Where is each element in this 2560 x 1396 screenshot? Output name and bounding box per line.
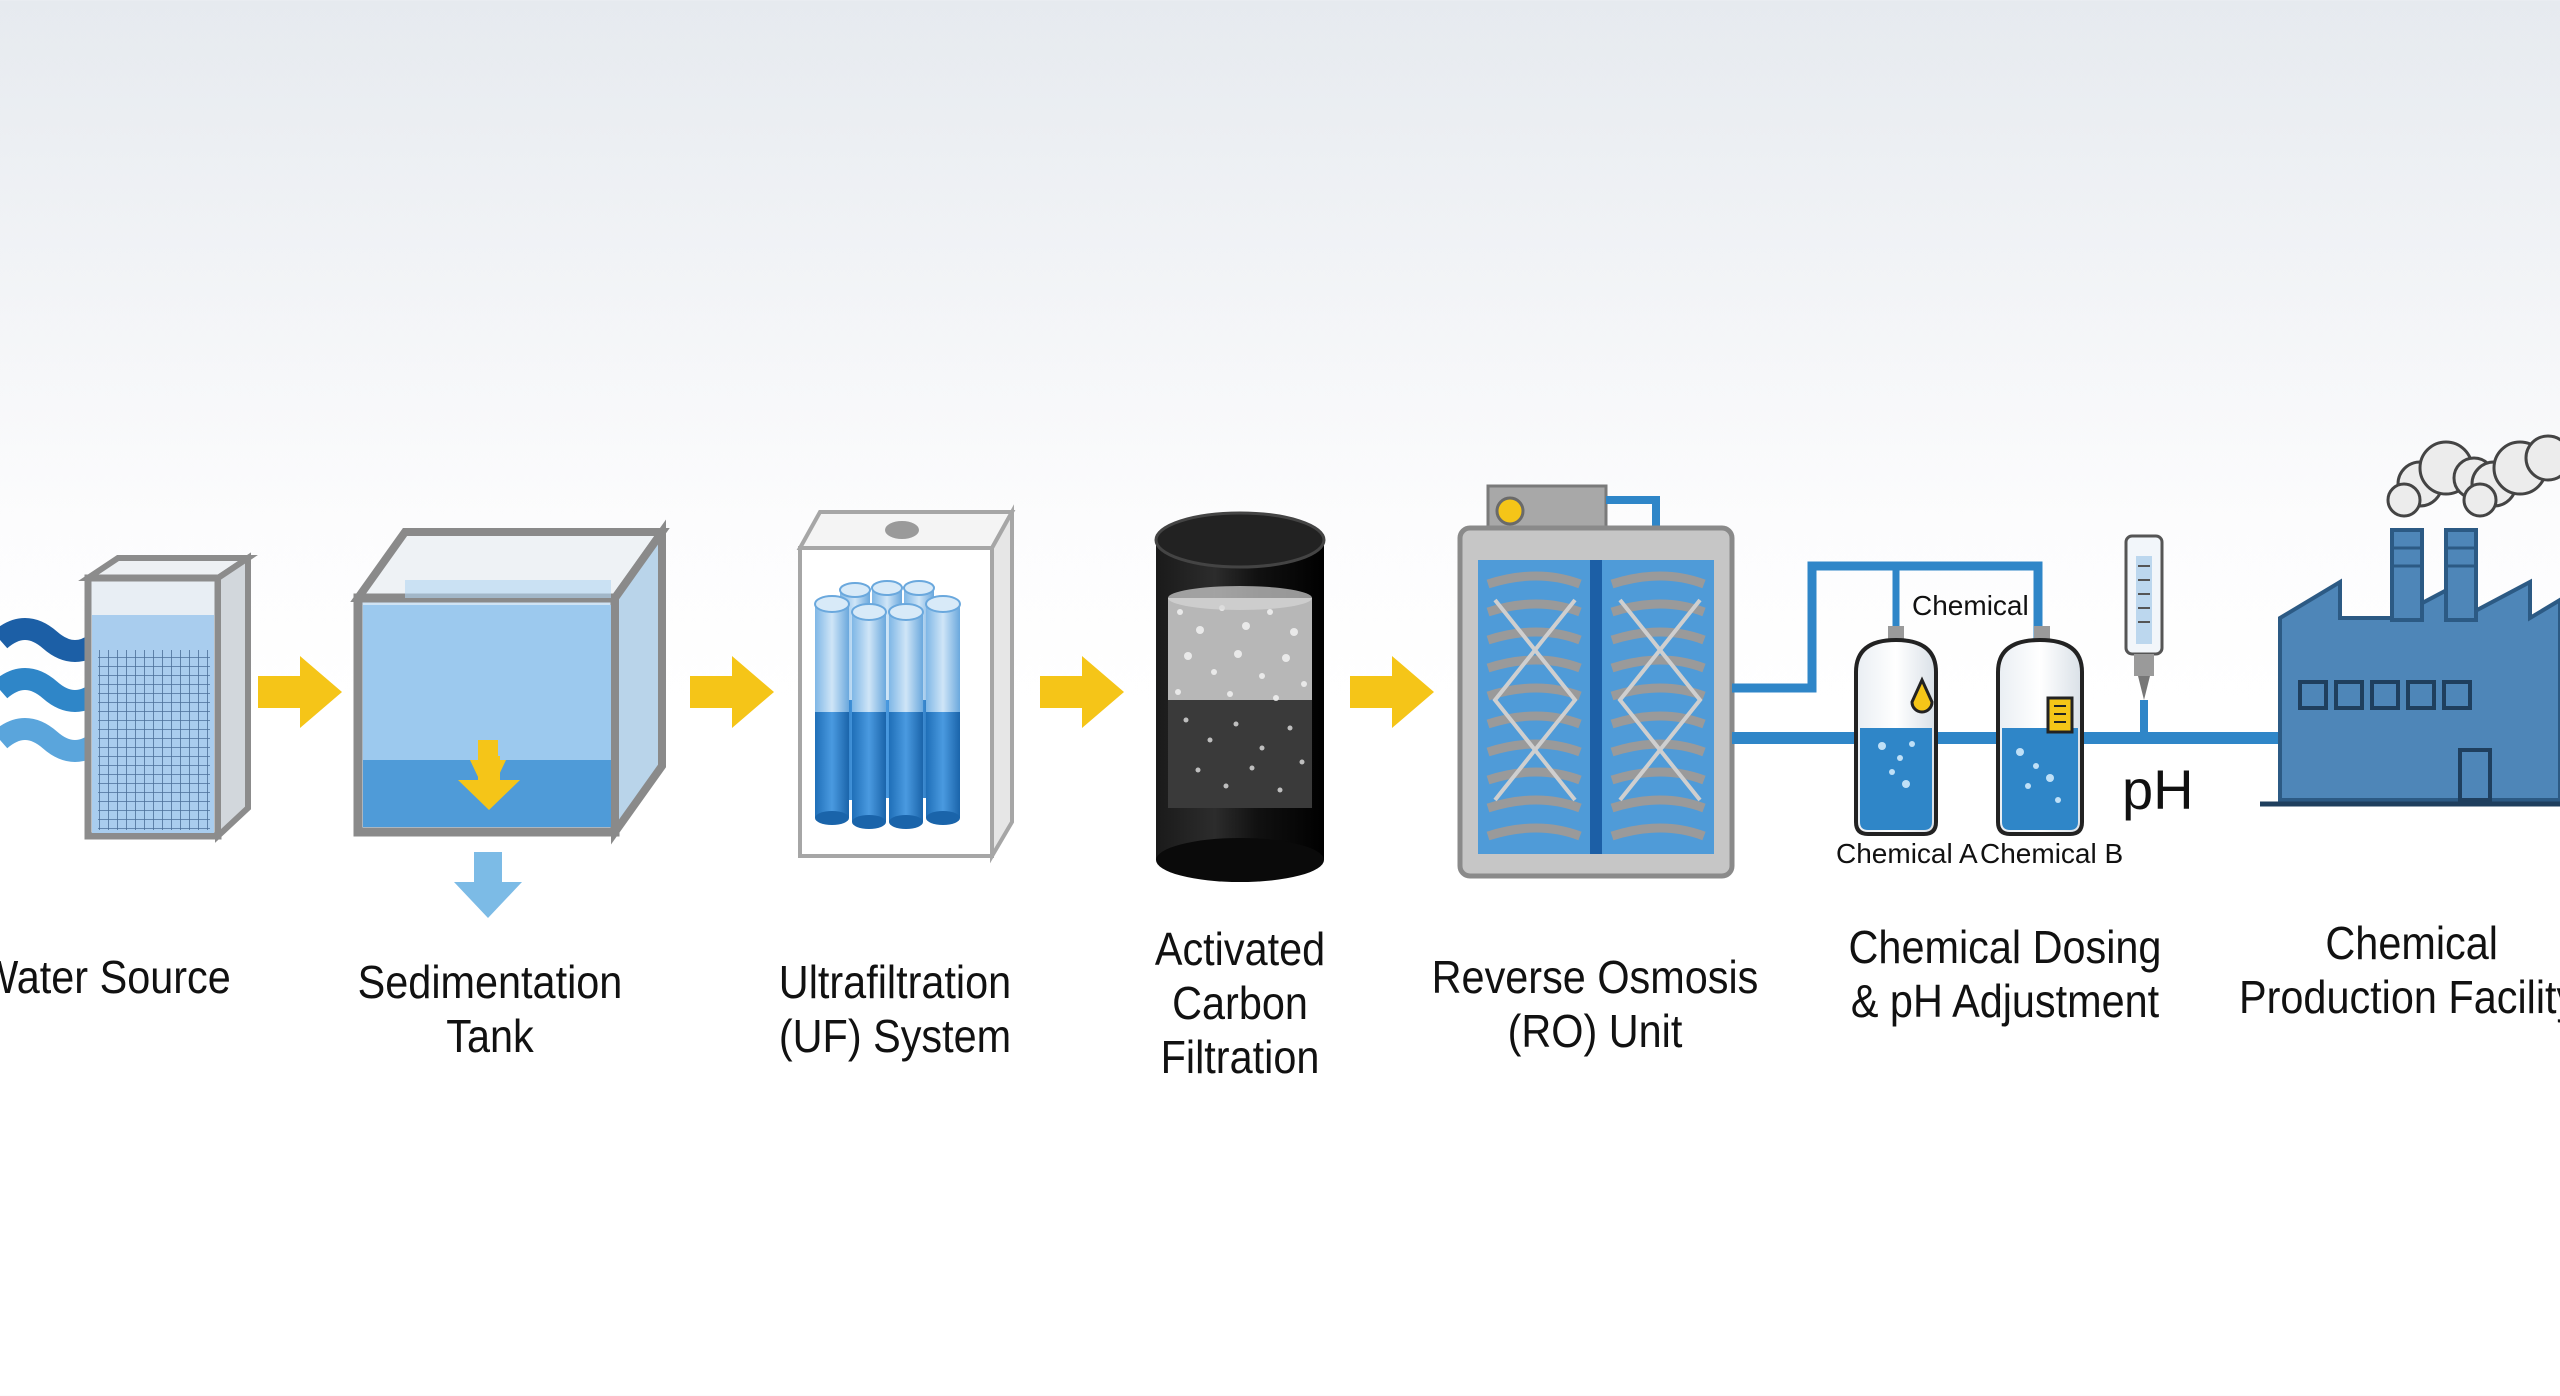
stage-label-line: Sedimentation [357,956,623,1008]
carbon-filter-icon [1154,511,1326,882]
stage-label-ultrafiltration: Ultrafiltration (UF) System [747,955,1044,1063]
stage-label-line: Ultrafiltration [778,956,1012,1008]
flow-arrow-icon [690,656,774,728]
chemical-tank-b-icon [1996,626,2084,836]
chemical-feed-label: Chemical [1912,590,2029,621]
stage-label-line: (UF) System [778,1010,1012,1062]
sedimentation-tank-icon [350,519,670,918]
ph-meter-icon [2124,534,2164,700]
chemical-b-label: Chemical B [1980,838,2124,869]
stage-label-line: Activated [1154,923,1326,975]
flow-arrow-icon [258,656,342,728]
ro-unit-icon [1457,484,1735,879]
stage-label-sedimentation: Sedimentation Tank [346,955,634,1063]
stage-label-line: Water Source [0,951,231,1003]
flow-arrow-icon [1040,656,1124,728]
stage-label-line: Production Facility [2239,971,2560,1023]
stage-label-line: Carbon [1172,977,1308,1029]
stage-label-facility: Chemical Production Facility [2230,916,2560,1024]
stage-label-line: & pH Adjustment [1850,975,2160,1027]
stage-label-carbon: Activated Carbon Filtration [1105,922,1375,1084]
stage-label-line: (RO) Unit [1507,1005,1683,1057]
chemical-tank-a-icon [1854,626,1938,836]
production-facility-icon [2260,434,2560,807]
stage-label-line: Chemical [2325,917,2498,969]
flow-arrow-icon [1350,656,1434,728]
stage-label-water-source: Water Source [0,950,254,1004]
water-source-icon [0,552,258,843]
ph-label: pH [2122,758,2194,821]
chemical-a-label: Chemical A [1836,838,1978,869]
ultrafiltration-unit-icon [796,504,1016,864]
stage-label-ro: Reverse Osmosis (RO) Unit [1429,950,1762,1058]
stage-label-line: Chemical Dosing [1848,921,2162,973]
stage-label-dosing: Chemical Dosing & pH Adjustment [1830,920,2181,1028]
stage-label-line: Reverse Osmosis [1431,951,1759,1003]
stage-label-line: Tank [446,1010,534,1062]
stage-label-line: Filtration [1160,1031,1320,1083]
